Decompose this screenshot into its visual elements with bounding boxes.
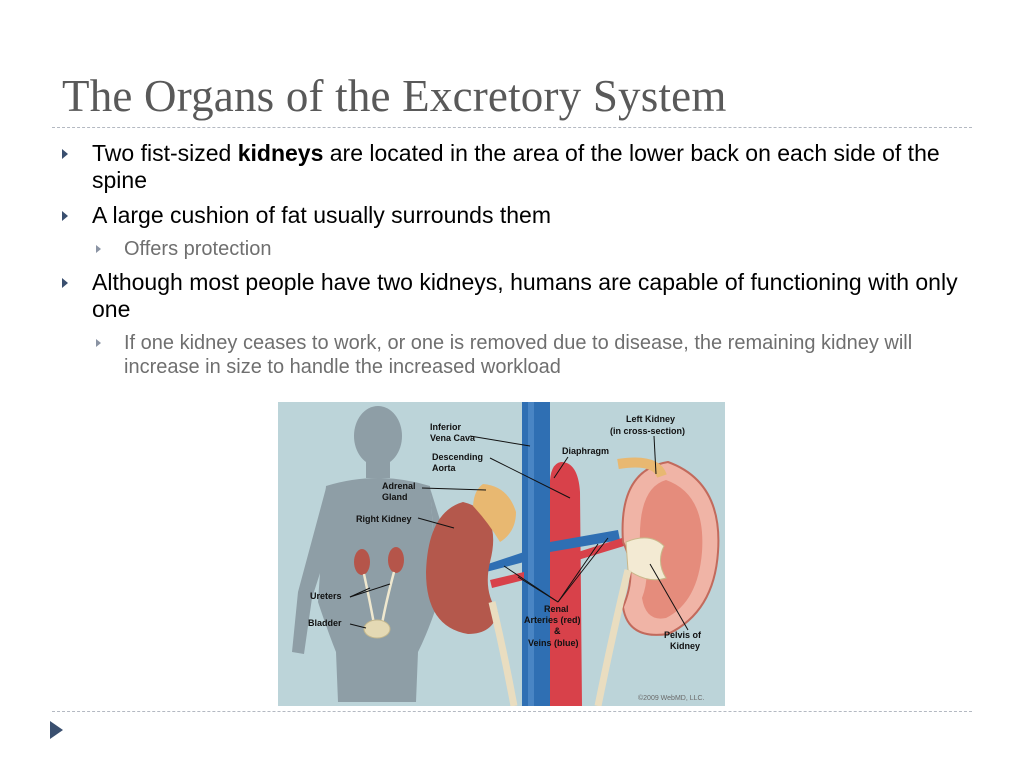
slide-title: The Organs of the Excretory System	[62, 71, 727, 121]
bullet-item-1: Two fist-sized kidneys are located in th…	[62, 140, 972, 194]
left-kidney-cross-section	[617, 457, 720, 636]
sub-bullet-arrow-icon	[96, 339, 101, 347]
sub-bullet-text: If one kidney ceases to work, or one is …	[124, 332, 913, 378]
bullet-arrow-icon	[62, 149, 68, 159]
bullet-item-2: A large cushion of fat usually surrounds…	[62, 202, 972, 229]
label-diaphragm: Diaphragm	[562, 446, 609, 456]
label-renal-2: Arteries (red)	[524, 615, 581, 625]
bullet-item-3: Although most people have two kidneys, h…	[62, 269, 972, 323]
label-renal-1: Renal	[544, 604, 569, 614]
descending-aorta	[549, 462, 582, 706]
label-pelvis-1: Pelvis of	[664, 630, 702, 640]
bullet-arrow-icon	[62, 211, 68, 221]
bullet-text-pre: Two fist-sized	[92, 140, 238, 166]
label-bladder: Bladder	[308, 618, 342, 628]
right-adrenal-gland	[473, 484, 516, 542]
footer-divider	[52, 711, 972, 712]
label-adrenal-2: Gland	[382, 492, 408, 502]
figure-copyright: ©2009 WebMD, LLC.	[638, 694, 705, 702]
kidney-anatomy-diagram: Inferior Vena Cava Descending Aorta Adre…	[292, 402, 720, 706]
leader-lines	[349, 435, 689, 631]
label-ureters: Ureters	[310, 591, 342, 601]
sub-bullet-item-2: If one kidney ceases to work, or one is …	[62, 331, 972, 379]
label-renal-4: Veins (blue)	[528, 638, 579, 648]
label-ivc-1: Inferior	[430, 422, 462, 432]
title-divider	[52, 127, 972, 128]
body-silhouette	[292, 406, 450, 702]
label-ivc-2: Vena Cava	[430, 433, 476, 443]
bullet-text: A large cushion of fat usually surrounds…	[92, 202, 551, 228]
label-left-kidney-1: Left Kidney	[626, 414, 675, 424]
right-ureter	[488, 601, 518, 706]
bullet-text: Although most people have two kidneys, h…	[92, 269, 958, 322]
label-aorta-1: Descending	[432, 452, 483, 462]
label-pelvis-2: Kidney	[670, 641, 700, 651]
sub-bullet-text: Offers protection	[124, 238, 272, 260]
bullet-list: Two fist-sized kidneys are located in th…	[62, 140, 972, 387]
left-ureter	[594, 569, 632, 706]
next-slide-arrow-icon[interactable]	[50, 721, 63, 739]
right-kidney	[426, 502, 498, 634]
excretory-system-illustration: Inferior Vena Cava Descending Aorta Adre…	[278, 402, 725, 706]
sub-bullet-arrow-icon	[96, 245, 101, 253]
renal-vessels	[486, 530, 624, 588]
label-left-kidney-2: (in cross-section)	[610, 426, 685, 436]
bullet-text-post: are located in the area of the lower bac…	[92, 140, 940, 193]
inferior-vena-cava	[522, 402, 550, 706]
bullet-text-bold: kidneys	[237, 140, 324, 166]
silhouette-urinary-tract	[354, 547, 404, 639]
label-aorta-2: Aorta	[432, 463, 456, 473]
label-adrenal-1: Adrenal	[382, 481, 416, 491]
sub-bullet-item-1: Offers protection	[62, 237, 972, 261]
label-renal-3: &	[554, 626, 561, 636]
label-right-kidney: Right Kidney	[356, 514, 412, 524]
bullet-arrow-icon	[62, 278, 68, 288]
